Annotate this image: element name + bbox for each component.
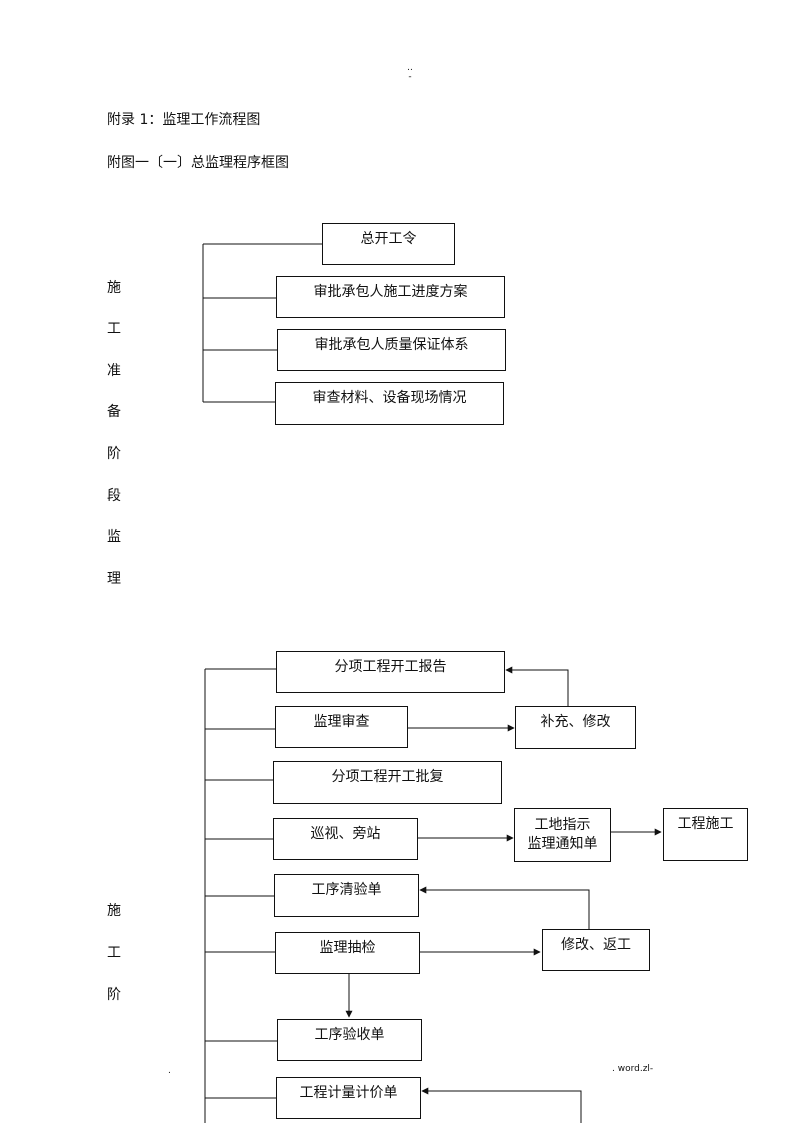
section2-label-char: 阶: [107, 987, 121, 1003]
footer-left-mark: .: [168, 1066, 171, 1076]
site-instruction-box: 工地指示 监理通知单: [514, 808, 611, 862]
rework-box: 修改、返工: [542, 929, 650, 971]
measurement-pricing-box: 工程计量计价单: [276, 1077, 421, 1119]
work-start-report-box: 分项工程开工报告: [276, 651, 505, 693]
section1-label-char: 阶: [107, 446, 121, 462]
section1-label-char: 监: [107, 529, 121, 545]
section1-label-char: 段: [107, 488, 121, 504]
header-mark-bottom: -: [408, 72, 412, 82]
section1-label-char: 准: [107, 363, 121, 379]
footer-watermark-text: . word.zl-: [612, 1064, 654, 1074]
site-instruction-line2: 监理通知单: [527, 836, 598, 852]
materials-equipment-review-box: 审查材料、设备现场情况: [275, 382, 504, 425]
appendix-title: 附录 1：监理工作流程图: [107, 112, 261, 128]
section2-label-char: 施: [107, 903, 121, 919]
arrow-return-to-measurement: [421, 1087, 582, 1123]
schedule-approval-box: 审批承包人施工进度方案: [276, 276, 505, 318]
figure-title: 附图一〔一〕总监理程序框图: [107, 155, 289, 171]
section1-label-char: 工: [107, 321, 121, 337]
arrow-rework-to-inspection: [419, 886, 590, 929]
patrol-onsite-box: 巡视、旁站: [273, 818, 418, 860]
supervision-review-box: 监理审查: [275, 706, 408, 748]
section1-label-char: 备: [107, 404, 121, 420]
start-order-box: 总开工令: [322, 223, 455, 265]
process-inspection-form-box: 工序清验单: [274, 874, 419, 917]
work-start-approval-box: 分项工程开工批复: [273, 761, 502, 804]
section2-label-char: 工: [107, 945, 121, 961]
spot-check-box: 监理抽检: [275, 932, 420, 974]
section1-label-char: 理: [107, 571, 121, 587]
process-acceptance-box: 工序验收单: [277, 1019, 422, 1061]
arrow-supplement-to-report: [505, 666, 569, 706]
construction-box: 工程施工: [663, 808, 748, 861]
section1-label-char: 施: [107, 280, 121, 296]
supplement-modify-box: 补充、修改: [515, 706, 636, 749]
site-instruction-line1: 工地指示: [534, 817, 591, 833]
header-mark-top: ..: [407, 63, 413, 73]
quality-system-approval-box: 审批承包人质量保证体系: [277, 329, 506, 371]
